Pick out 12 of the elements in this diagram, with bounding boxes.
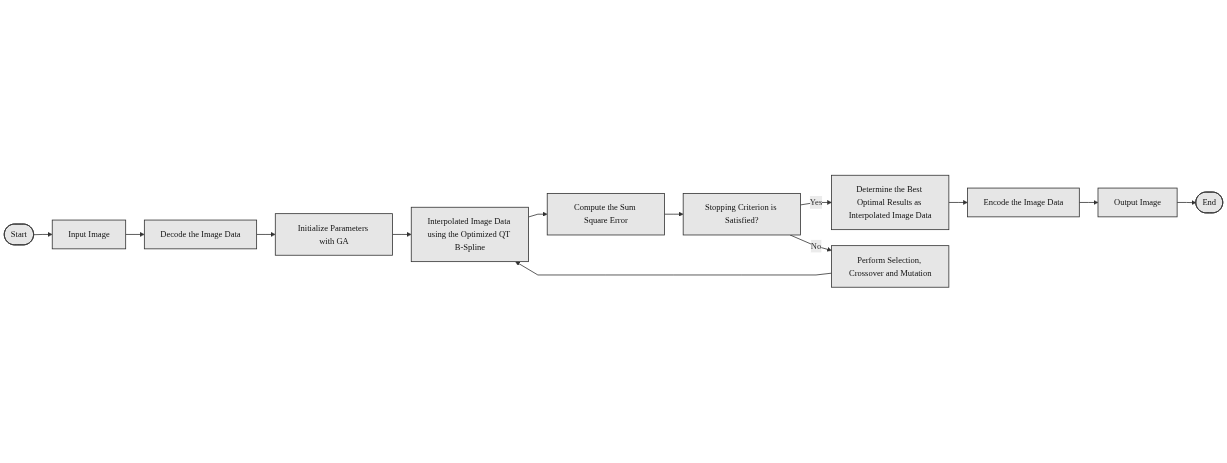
- node-box: Stopping Criterion is Satisfied?: [682, 193, 801, 236]
- node-box: Determine the Best Optimal Results as Interpolated Image Data: [831, 175, 950, 231]
- node-box: Compute the Sum Square Error: [546, 193, 665, 236]
- node-box: Perform Selection, Crossover and Mutation: [831, 245, 950, 288]
- edge-label: Yes: [809, 197, 823, 207]
- node-box: Input Image: [51, 219, 127, 250]
- node-box: Decode the Image Data: [143, 219, 258, 250]
- node-box: Initialize Parameters with GA: [274, 213, 393, 256]
- node-box: Encode the Image Data: [967, 187, 1080, 218]
- edge-label: No: [810, 241, 822, 251]
- node-box: Interpolated Image Data using the Optimized QT B-Spline: [410, 207, 529, 263]
- node-box: Output Image: [1097, 187, 1178, 218]
